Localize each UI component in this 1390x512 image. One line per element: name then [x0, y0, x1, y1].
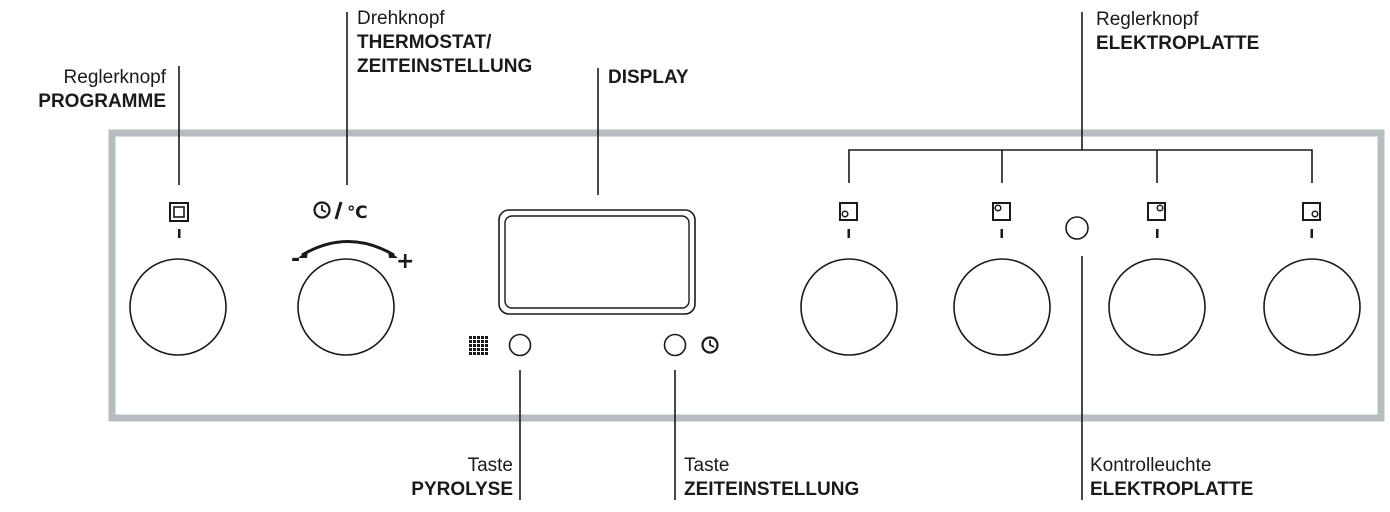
label-thermostat-line2: THERMOSTAT/ — [357, 32, 492, 53]
label-time-line2: ZEITEINSTELLUNG — [684, 479, 860, 500]
programme-position-mark — [178, 229, 181, 238]
thermostat-slash — [334, 201, 343, 220]
thermostat-minus-sign: - — [291, 247, 300, 272]
hotplate-rear-right-icon — [1302, 202, 1321, 221]
label-indicator-light: Kontrolleuchte ELEKTROPLATTE — [1090, 454, 1253, 502]
pyrolysis-grid-icon — [469, 336, 488, 355]
label-display-line1: DISPLAY — [608, 67, 689, 88]
label-thermostat-knob: Drehknopf THERMOSTAT/ ZEITEINSTELLUNG — [357, 7, 532, 79]
label-programme-knob: Reglerknopf PROGRAMME — [38, 66, 166, 114]
label-pyrolysis-button: Taste PYROLYSE — [411, 454, 513, 502]
label-programme-line1: Reglerknopf — [63, 67, 166, 88]
label-thermostat-line3: ZEITEINSTELLUNG — [357, 56, 533, 77]
label-display: DISPLAY — [608, 66, 689, 90]
label-thermostat-line1: Drehknopf — [357, 8, 445, 29]
control-panel-frame — [108, 129, 1385, 422]
programme-symbol-icon — [169, 202, 189, 222]
hotplate-knob-3[interactable] — [1108, 258, 1206, 356]
label-pyrolysis-line1: Taste — [467, 455, 513, 476]
time-clock-icon — [701, 336, 719, 354]
arc-arrowhead-right — [388, 250, 398, 258]
thermostat-direction-arc — [301, 240, 395, 257]
hotplate-4-position-mark — [1310, 229, 1313, 238]
label-hotplate-knob: Reglerknopf ELEKTROPLATTE — [1096, 8, 1259, 56]
label-time-button: Taste ZEITEINSTELLUNG — [684, 454, 859, 502]
thermostat-plus-sign: + — [396, 249, 414, 274]
arc-arrowhead-left — [298, 250, 308, 258]
hotplate-front-left-icon — [992, 202, 1011, 221]
hotplate-rear-left-icon — [839, 202, 858, 221]
hotplate-knob-2[interactable] — [953, 258, 1051, 356]
hotplate-knob-4[interactable] — [1263, 258, 1361, 356]
hotplate-1-position-mark — [847, 229, 850, 238]
hotplate-indicator-light — [1065, 216, 1089, 240]
time-setting-button[interactable] — [663, 333, 687, 357]
thermostat-clock-icon — [313, 201, 331, 219]
label-hotplate-knob-line1: Reglerknopf — [1096, 9, 1199, 30]
label-time-line1: Taste — [684, 455, 730, 476]
label-indicator-line2: ELEKTROPLATTE — [1090, 479, 1254, 500]
label-programme-line2: PROGRAMME — [38, 91, 166, 112]
label-pyrolysis-line2: PYROLYSE — [411, 479, 513, 500]
hotplate-front-right-icon — [1147, 202, 1166, 221]
hotplate-3-position-mark — [1156, 229, 1159, 238]
label-hotplate-knob-line2: ELEKTROPLATTE — [1096, 33, 1260, 54]
pyrolysis-button[interactable] — [508, 333, 532, 357]
hotplate-knob-bracket — [848, 149, 1313, 183]
label-indicator-line1: Kontrolleuchte — [1090, 455, 1212, 476]
hotplate-knob-1[interactable] — [800, 258, 898, 356]
programme-knob[interactable] — [129, 258, 227, 356]
thermostat-unit-symbol: ℃ — [347, 203, 368, 223]
thermostat-knob[interactable] — [297, 258, 395, 356]
display-screen — [498, 209, 696, 315]
hotplate-2-position-mark — [1000, 229, 1003, 238]
